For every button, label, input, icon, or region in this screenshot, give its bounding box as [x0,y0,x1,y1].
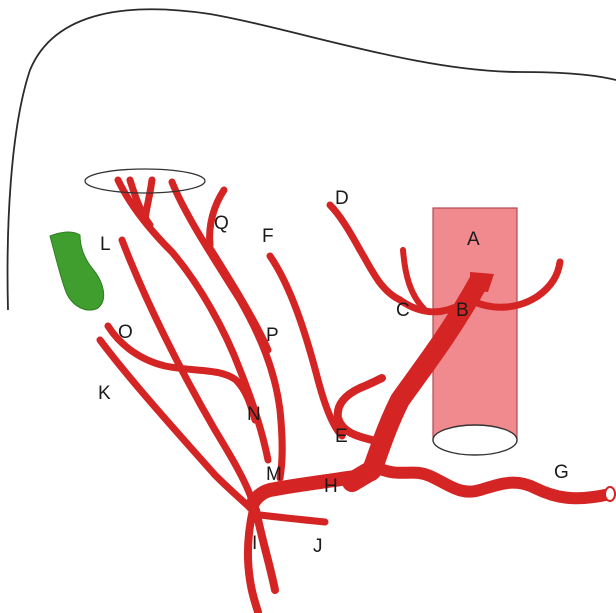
splenic-artery [378,468,610,498]
label-f: F [262,226,274,247]
label-l: L [100,234,111,255]
gallbladder-shape [50,232,104,310]
branch-p [208,245,268,350]
label-g: G [554,462,569,483]
label-d: D [335,188,349,209]
splenic-artery-end [605,487,615,501]
label-a: A [467,229,480,250]
hepatic-branch-3 [145,180,152,220]
label-j: J [313,536,323,557]
label-m: M [266,464,282,485]
label-b: B [456,300,469,321]
vessel-network [100,180,615,612]
label-p: P [266,325,279,346]
label-c: C [396,300,410,321]
label-q: Q [214,213,229,234]
body-outline [8,9,616,310]
branch-j [260,515,325,522]
label-k: K [98,383,111,404]
branch-i-right [256,510,275,590]
label-e: E [335,426,348,447]
label-n: N [247,404,261,425]
label-i: I [252,533,257,554]
hilum-ellipse [85,169,205,193]
label-h: H [324,476,338,497]
label-o: O [118,322,133,343]
